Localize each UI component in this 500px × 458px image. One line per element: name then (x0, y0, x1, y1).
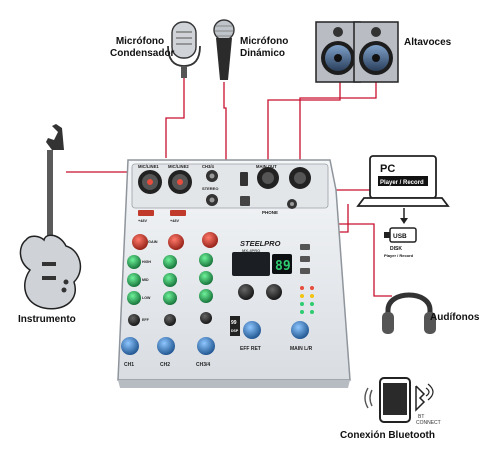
usb-line2: Player / Record (384, 253, 414, 258)
mid-label: MID (142, 278, 149, 282)
channel-label-ch34: CH3/4 (196, 362, 210, 368)
pc-laptop (356, 155, 450, 207)
ch1-mid-knob (127, 273, 141, 287)
eff-select-knob[interactable] (238, 284, 254, 300)
ch34-eff-knob (200, 312, 212, 324)
jack-label-main-out: MAIN OUT (256, 164, 277, 169)
jack-label-mic-line2: MIC/LINE2 (168, 164, 189, 169)
ch1-eff-knob (128, 314, 140, 326)
mode-button-2[interactable] (300, 256, 310, 262)
label-dynamic-mic: Micrófono Dinámico (240, 36, 288, 60)
display-value: 89 (275, 259, 291, 274)
dsp-display-area (232, 244, 310, 300)
ch34-low-knob (199, 289, 213, 303)
combo-jack-1[interactable] (138, 170, 162, 194)
preset-badge (230, 316, 240, 336)
phantom-label-2: +48V (170, 219, 179, 223)
high-label: HIGH (142, 260, 151, 264)
label-condenser-line1: Micrófono (115, 36, 165, 47)
usb-port[interactable] (240, 172, 248, 186)
speaker-left (315, 21, 361, 83)
eff-ret-knob[interactable] (243, 321, 261, 339)
ch34-mid-knob (199, 271, 213, 285)
power-switch[interactable] (240, 196, 250, 206)
preset-sub: DSP (231, 329, 239, 333)
channel-label-main: MAIN L/R (290, 346, 313, 352)
cable-speaker-left (267, 82, 341, 160)
low-label: LOW (142, 296, 151, 300)
ch2-gain-knob (168, 234, 184, 250)
channel-label-ch2: CH2 (160, 362, 170, 368)
channel-label-eff-ret: EFF RET (240, 346, 261, 352)
label-condenser-mic: Micrófono Condensador (110, 36, 175, 60)
ch2-high-knob (163, 255, 177, 269)
mode-button-1[interactable] (300, 244, 310, 250)
ch2-eff-knob (164, 314, 176, 326)
preset-label: 99 (231, 320, 237, 326)
eff-param-knob[interactable] (266, 284, 282, 300)
speaker-right (353, 21, 399, 83)
ch2-low-knob (163, 291, 177, 305)
eff-label: EFF (142, 318, 150, 322)
label-speakers: Altavoces (404, 37, 452, 48)
ch2-level-knob (157, 337, 175, 355)
usb-title: USB (393, 233, 407, 240)
phantom-48v-button-1[interactable] (138, 210, 154, 216)
main-out-jacks[interactable] (257, 167, 311, 189)
main-lr-knob[interactable] (291, 321, 309, 339)
brand-name: STEELPRO (240, 239, 281, 248)
cable-speaker-right (299, 82, 377, 160)
ch34-gain-knob (202, 232, 218, 248)
label-condenser-line2: Condensador (110, 48, 175, 59)
label-dynamic-line2: Dinámico (240, 48, 286, 59)
label-headphones: Audífonos (430, 312, 480, 323)
ch1-level-knob (121, 337, 139, 355)
label-dynamic-line1: Micrófono (240, 36, 289, 47)
channel-label-ch1: CH1 (124, 362, 134, 368)
model-name: MX-4PRO (242, 248, 260, 253)
phantom-48v-button-2[interactable] (170, 210, 186, 216)
stereo-jacks[interactable] (206, 170, 218, 206)
bt-badge-line2: CONNECT (416, 420, 441, 426)
ch2-mid-knob (163, 273, 177, 287)
ch1-low-knob (127, 291, 141, 305)
channel-knobs[interactable] (121, 232, 218, 355)
ch1-gain-knob (132, 234, 148, 250)
usb-line1: DISK (390, 246, 402, 252)
ch34-level-knob (197, 337, 215, 355)
electric-guitar (19, 124, 82, 310)
label-instrument: Instrumento (18, 314, 76, 325)
mode-button-3[interactable] (300, 268, 310, 274)
headphones-icon (382, 292, 436, 334)
pc-title: PC (380, 163, 395, 175)
label-bluetooth: Conexión Bluetooth (340, 430, 435, 441)
ch34-high-knob (199, 253, 213, 267)
combo-jack-2[interactable] (168, 170, 192, 194)
usb-disk (384, 208, 417, 243)
jack-label-mic-line1: MIC/LINE1 (138, 164, 159, 169)
jack-label-ch34: CH3/4 (202, 164, 215, 169)
pc-subtitle: Player / Record (380, 180, 424, 186)
ch1-high-knob (127, 255, 141, 269)
condenser-microphone (167, 21, 201, 78)
dynamic-microphone (213, 19, 235, 80)
phone-jack[interactable] (287, 199, 297, 209)
bluetooth-badge-icon (415, 383, 434, 412)
phone-label: PHONE (262, 210, 278, 215)
stereo-label: STEREO (202, 186, 218, 191)
gain-label: GAIN (148, 240, 158, 244)
level-meter (300, 286, 314, 314)
cable-condenser-mic (165, 78, 185, 158)
phantom-label-1: +48V (138, 219, 147, 223)
bt-badge-line1: BT (418, 414, 424, 420)
smartphone-icon (364, 377, 411, 423)
